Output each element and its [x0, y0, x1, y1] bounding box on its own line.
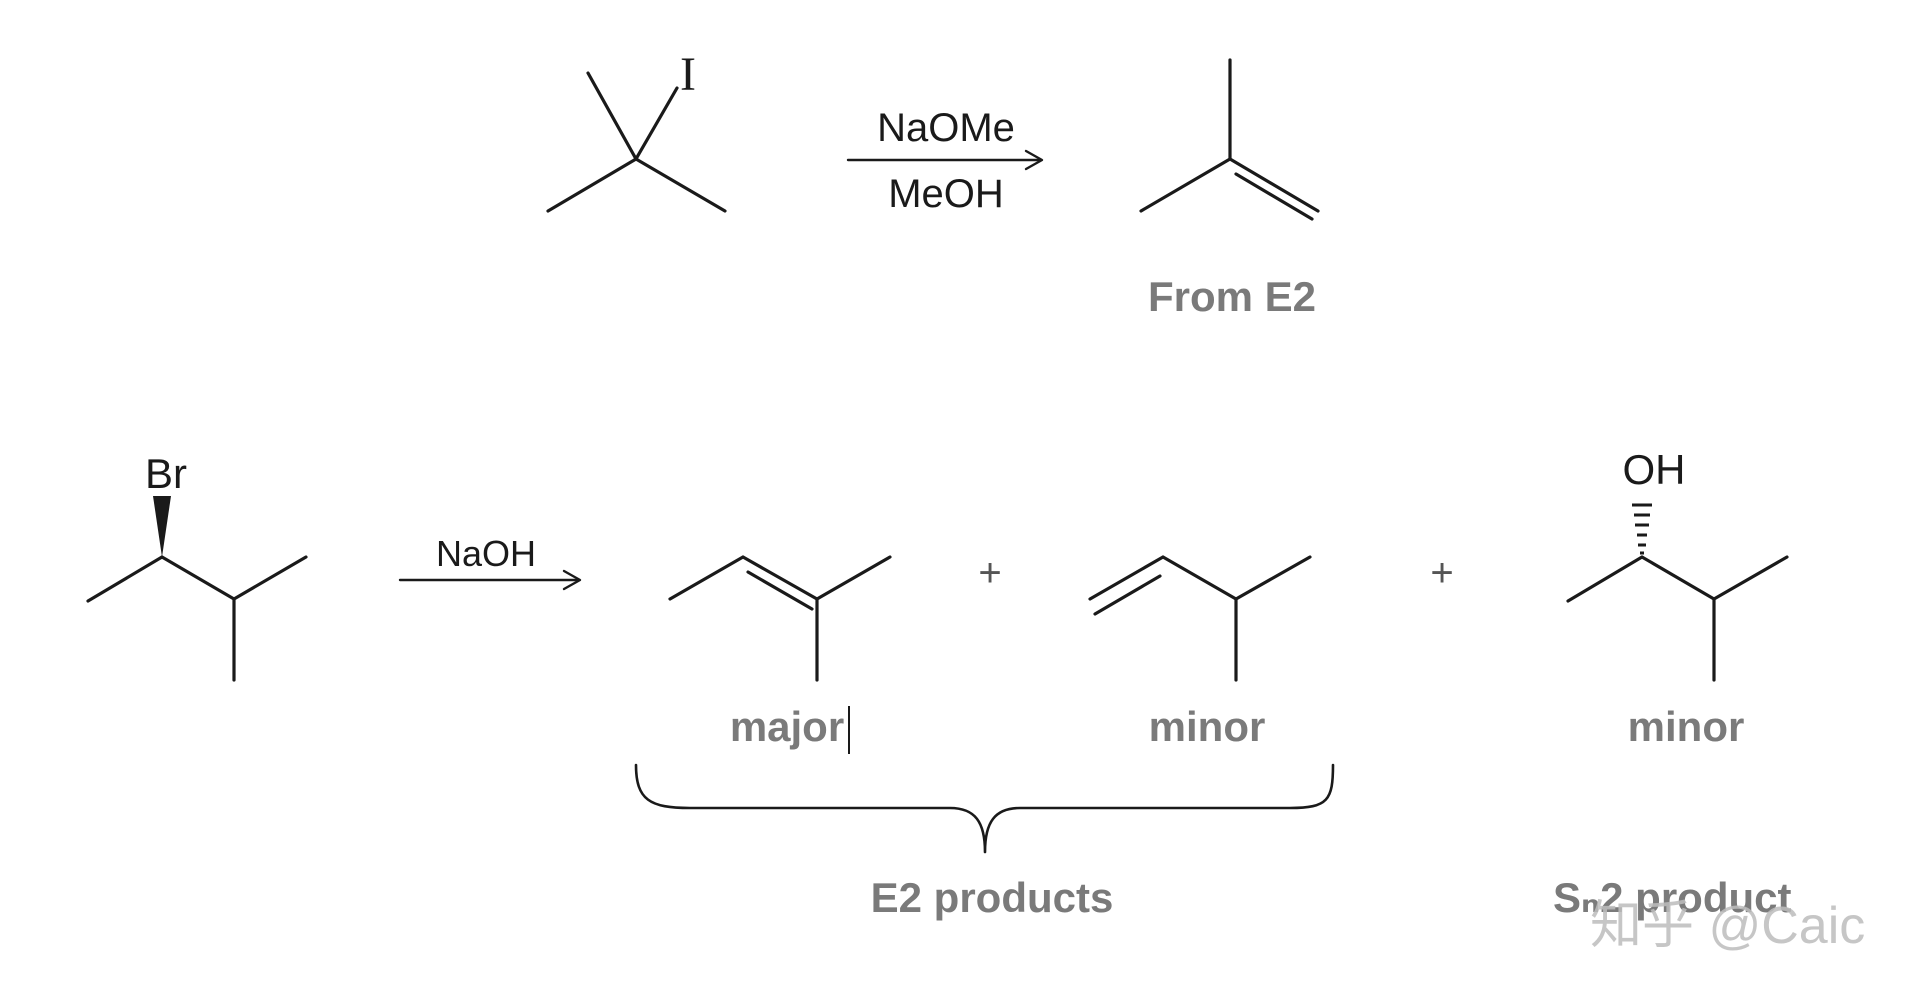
bromo-methylbutane-structure: Br	[86, 450, 308, 682]
bond	[1234, 555, 1312, 601]
bromine-atom-label: Br	[145, 450, 187, 497]
reaction-1-arrow-group: NaOMe MeOH	[846, 106, 1044, 216]
double-bond-line-2	[1093, 574, 1162, 616]
reagent-naoh: NaOH	[436, 533, 536, 574]
hash-bond	[1632, 503, 1652, 555]
plus-sign-1: +	[978, 551, 1001, 595]
bond	[546, 157, 638, 213]
bond	[160, 555, 236, 601]
bond	[1161, 555, 1238, 601]
bond	[586, 71, 638, 161]
bond	[86, 555, 164, 603]
bond	[668, 555, 745, 601]
double-bond-line-1	[1088, 555, 1165, 601]
double-bond-line-1	[1228, 157, 1320, 213]
zhihu-watermark: 知乎 @Caic	[1590, 897, 1865, 955]
reagent-meoh: MeOH	[888, 172, 1004, 216]
reagent-naome: NaOMe	[877, 106, 1015, 150]
bond	[232, 555, 308, 601]
bond	[634, 157, 727, 213]
double-bond-line-1	[741, 555, 819, 601]
bond	[815, 555, 892, 601]
bond	[1712, 555, 1789, 601]
bond	[1566, 555, 1644, 603]
e2-products-brace	[634, 763, 1335, 854]
wedge-bond	[153, 496, 171, 557]
from-e2-label: From E2	[1148, 273, 1316, 320]
minor-label-2: minor	[1628, 703, 1745, 750]
hydroxyl-group-label: OH	[1623, 446, 1686, 493]
methylbutanol-structure: OH	[1566, 446, 1789, 682]
tert-butyl-iodide-structure: I	[546, 48, 727, 213]
methylbutene-major-structure	[668, 555, 892, 682]
reaction-2-arrow-group: NaOH	[398, 533, 582, 591]
iodine-atom-label: I	[680, 48, 696, 101]
bond	[634, 86, 679, 161]
reaction-1: I NaOMe MeOH From E2	[546, 48, 1320, 320]
double-bond-line-2	[1234, 172, 1314, 221]
double-bond-line-2	[746, 570, 814, 611]
e2-products-label: E2 products	[871, 874, 1114, 921]
major-label: major	[730, 703, 844, 750]
reaction-2: Br NaOH major + minor E2	[86, 446, 1792, 921]
sn2-product-label: Sₙ2 product	[1553, 874, 1792, 921]
isobutylene-structure	[1139, 58, 1320, 221]
plus-sign-2: +	[1430, 551, 1453, 595]
reaction-arrow-head	[1024, 149, 1044, 171]
reaction-arrow-head	[562, 569, 582, 591]
bond	[1640, 555, 1716, 601]
minor-label-1: minor	[1149, 703, 1266, 750]
bond	[1139, 157, 1232, 213]
methylbutene-minor-structure	[1088, 555, 1312, 682]
